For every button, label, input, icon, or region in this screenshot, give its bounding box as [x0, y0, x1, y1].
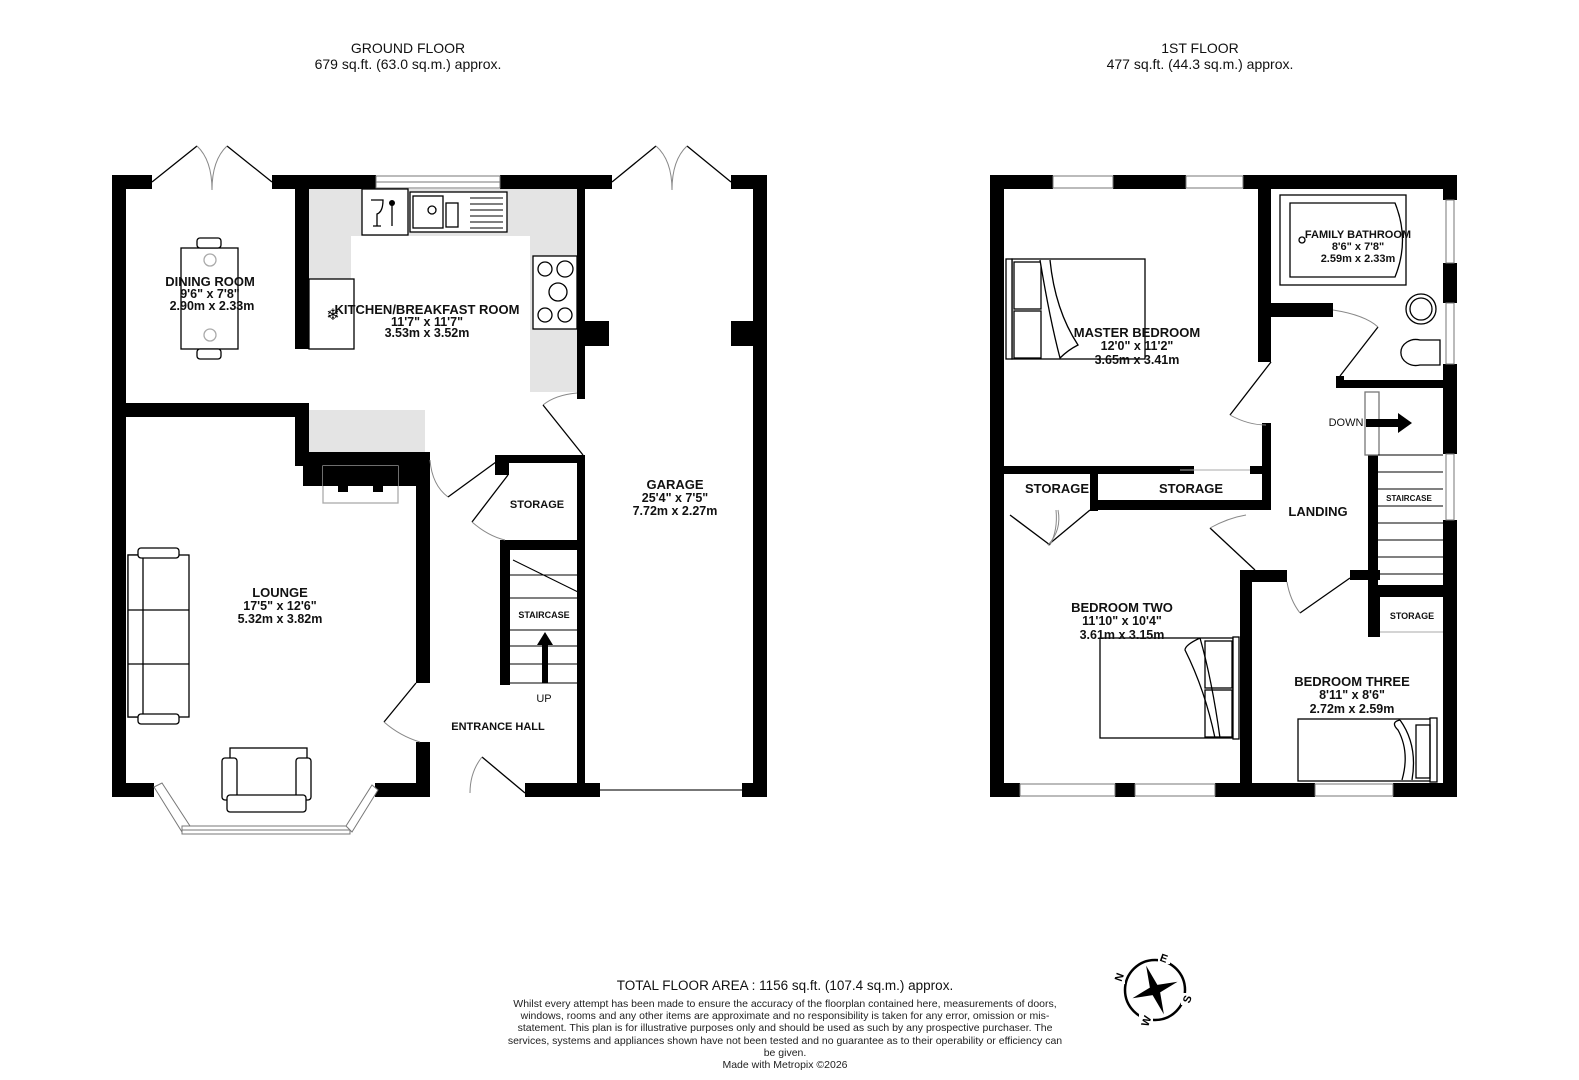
family-bathroom-label: FAMILY BATHROOM 8'6" x 7'8" 2.59m x 2.33… [1305, 229, 1411, 265]
svg-text:MASTER BEDROOM: MASTER BEDROOM [1074, 325, 1200, 340]
freezer-icon: ❄ [326, 307, 339, 324]
lounge-label: LOUNGE 17'5" x 12'6" 5.32m x 3.82m [238, 585, 323, 626]
svg-text:8'11" x 8'6": 8'11" x 8'6" [1319, 688, 1385, 702]
compass-n-label: N [1113, 972, 1127, 984]
first-floor-plan [990, 175, 1457, 797]
total-floor-area: TOTAL FLOOR AREA : 1156 sq.ft. (107.4 sq… [616, 978, 954, 993]
master-bed-icon [1005, 258, 1146, 360]
bedroom-two-label: BEDROOM TWO 11'10" x 10'4" 3.61m x 3.15m [1071, 600, 1173, 642]
first-floor-walls [990, 175, 1457, 797]
footer: TOTAL FLOOR AREA : 1156 sq.ft. (107.4 sq… [505, 978, 1065, 1071]
first-floor-title: 1ST FLOOR [1161, 40, 1239, 56]
compass-icon: N E S W [1113, 952, 1195, 1028]
ground-floor-walls [112, 175, 767, 797]
bedroom-three-bed-icon [1297, 717, 1438, 783]
first-floor-staircase [1364, 391, 1443, 633]
first-floor-windows [1019, 175, 1455, 797]
svg-text:2.72m x 2.59m: 2.72m x 2.59m [1310, 702, 1395, 716]
svg-text:LOUNGE: LOUNGE [252, 585, 308, 600]
disclaimer-text: Whilst every attempt has been made to en… [507, 998, 1063, 1059]
ground-floor-area: 679 sq.ft. (63.0 sq.m.) approx. [314, 56, 502, 72]
entrance-hall-label: ENTRANCE HALL [451, 721, 545, 733]
ground-floor-plan: ❄ [112, 145, 767, 835]
kitchen-label: KITCHEN/BREAKFAST ROOM 11'7" x 11'7" 3.5… [335, 302, 520, 340]
svg-text:9'6" x 7'8": 9'6" x 7'8" [180, 287, 240, 301]
bathroom-fittings [1279, 194, 1441, 367]
first-floor-doors [1009, 309, 1379, 614]
svg-text:3.65m x 3.41m: 3.65m x 3.41m [1095, 353, 1180, 367]
ground-floor-heading: GROUND FLOOR 679 sq.ft. (63.0 sq.m.) app… [258, 40, 558, 72]
svg-text:DINING ROOM: DINING ROOM [165, 274, 255, 289]
svg-text:BEDROOM THREE: BEDROOM THREE [1294, 674, 1410, 689]
svg-text:25'4" x 7'5": 25'4" x 7'5" [642, 491, 709, 505]
kitchen-fittings: ❄ [308, 188, 578, 350]
ground-storage-label: STORAGE [510, 499, 564, 511]
svg-text:2.90m x 2.33m: 2.90m x 2.33m [170, 299, 255, 313]
down-label: DOWN [1329, 417, 1364, 429]
stair-up-arrow-icon [537, 632, 553, 683]
credit-text: Made with Metropix ©2026 [722, 1059, 848, 1072]
svg-text:3.61m x 3.15m: 3.61m x 3.15m [1080, 628, 1165, 642]
bedroom-three-label: BEDROOM THREE 8'11" x 8'6" 2.72m x 2.59m [1294, 674, 1410, 716]
first-floor-heading: 1ST FLOOR 477 sq.ft. (44.3 sq.m.) approx… [1050, 40, 1350, 72]
svg-text:BEDROOM TWO: BEDROOM TWO [1071, 600, 1173, 615]
svg-text:5.32m x 3.82m: 5.32m x 3.82m [238, 612, 323, 626]
svg-text:11'7" x 11'7": 11'7" x 11'7" [391, 315, 463, 329]
svg-text:FAMILY BATHROOM: FAMILY BATHROOM [1305, 229, 1411, 241]
room-labels: DINING ROOM 9'6" x 7'8" 2.90m x 2.33m KI… [165, 229, 1434, 733]
ground-staircase-label: STAIRCASE [518, 610, 569, 620]
bay-window [153, 782, 379, 835]
svg-text:3.53m x 3.52m: 3.53m x 3.52m [385, 326, 470, 340]
master-bedroom-label: MASTER BEDROOM 12'0" x 11'2" 3.65m x 3.4… [1074, 325, 1200, 367]
garage-label: GARAGE 25'4" x 7'5" 7.72m x 2.27m [633, 477, 718, 518]
dining-french-doors [151, 145, 273, 191]
svg-text:KITCHEN/BREAKFAST ROOM: KITCHEN/BREAKFAST ROOM [335, 302, 520, 317]
dining-room-label: DINING ROOM 9'6" x 7'8" 2.90m x 2.33m [165, 274, 255, 313]
svg-text:8'6" x 7'8": 8'6" x 7'8" [1332, 241, 1384, 253]
dining-table-icon [180, 237, 239, 360]
compass-s-label: S [1181, 994, 1195, 1005]
up-label: UP [536, 693, 551, 705]
storage-right-label: STORAGE [1390, 611, 1434, 621]
stair-down-arrow-icon [1366, 413, 1412, 433]
compass-w-label: W [1140, 1014, 1155, 1028]
garage-french-doors [611, 145, 732, 191]
svg-text:GARAGE: GARAGE [646, 477, 703, 492]
svg-text:2.59m x 2.33m: 2.59m x 2.33m [1321, 253, 1396, 265]
lounge-furniture [127, 547, 312, 813]
svg-text:12'0" x 11'2": 12'0" x 11'2" [1101, 339, 1174, 353]
first-floor-area: 477 sq.ft. (44.3 sq.m.) approx. [1106, 56, 1294, 72]
compass-e-label: E [1158, 952, 1169, 966]
ground-floor-title: GROUND FLOOR [350, 40, 466, 56]
storage-mid-label: STORAGE [1159, 481, 1223, 496]
ground-staircase [510, 559, 579, 684]
landing-label: LANDING [1288, 504, 1347, 519]
ground-doors [383, 392, 584, 794]
storage-left-label: STORAGE [1025, 481, 1089, 496]
first-staircase-label: STAIRCASE [1386, 494, 1432, 503]
svg-text:17'5" x 12'6": 17'5" x 12'6" [243, 599, 316, 613]
svg-text:11'10" x 10'4": 11'10" x 10'4" [1082, 614, 1162, 628]
bedroom-two-bed-icon [1099, 636, 1240, 740]
svg-text:7.72m x 2.27m: 7.72m x 2.27m [633, 504, 718, 518]
